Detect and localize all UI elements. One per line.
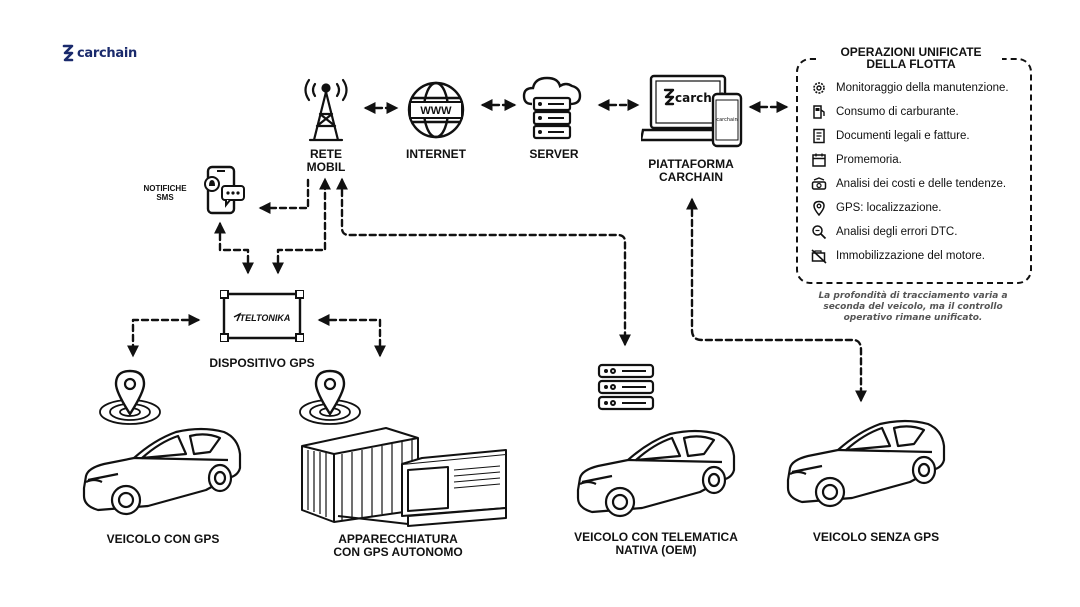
document-icon [810, 127, 828, 145]
svg-text:TELTONIKA: TELTONIKA [240, 313, 291, 323]
cost-analysis-icon [810, 175, 828, 193]
ops-item: Consumo di carburante. [810, 103, 959, 121]
cloud-server-icon [522, 76, 582, 140]
gps-signal-pin-icon [299, 369, 361, 425]
internet-globe-icon: WWW [407, 81, 465, 139]
carchain-logo-icon [62, 44, 74, 62]
ops-item: Monitoraggio della manutenzione. [810, 79, 1009, 97]
ops-item: GPS: localizzazione. [810, 199, 941, 217]
veicolo-oem-label: VEICOLO CON TELEMATICA NATIVA (OEM) [574, 530, 738, 557]
ops-item-label: Promemoria. [836, 154, 902, 166]
ops-item: Immobilizzazione del motore. [810, 247, 985, 265]
dispositivo-gps-label: DISPOSITIVO GPS [209, 356, 315, 370]
engine-lock-icon [810, 247, 828, 265]
ops-item: Analisi degli errori DTC. [810, 223, 957, 241]
server-label: SERVER [529, 147, 579, 161]
teltonika-device-icon: TELTONIKA [220, 290, 304, 342]
server-rack-icon [597, 363, 655, 411]
calendar-icon [810, 151, 828, 169]
ops-item: Analisi dei costi e delle tendenze. [810, 175, 1006, 193]
cell-tower-icon [304, 78, 348, 142]
ops-item-label: Analisi dei costi e delle tendenze. [836, 178, 1007, 190]
ops-item-label: Documenti legali e fatture. [836, 130, 970, 142]
svg-text:carchain: carchain [716, 117, 737, 123]
ops-item-label: Consumo di carburante. [836, 106, 959, 118]
ops-item: Documenti legali e fatture. [810, 127, 970, 145]
car-no-gps-icon [786, 419, 946, 508]
notifiche-label: NOTIFICHE SMS [143, 184, 187, 202]
arrow-device-equipment [317, 314, 386, 358]
tracking-note: La profondità di tracciamento varia a se… [818, 291, 1008, 323]
container-generator-icon [301, 427, 507, 527]
ops-item: Promemoria. [810, 151, 902, 169]
brand-logo: carchain [62, 44, 137, 62]
fuel-pump-icon [810, 103, 828, 121]
veicolo-gps-label: VEICOLO CON GPS [106, 532, 220, 546]
operations-title: OPERAZIONI UNIFICATE DELLA FLOTTA [820, 46, 1002, 70]
arrow-device-rete [272, 177, 331, 275]
arrow-device-vehicle [127, 314, 201, 358]
car-with-gps-icon [82, 427, 242, 516]
svg-text:WWW: WWW [420, 105, 452, 117]
car-oem-icon [576, 429, 736, 518]
carchain-platform-icon: carchain carchain [641, 74, 743, 148]
gear-icon [810, 79, 828, 97]
gps-signal-pin-icon [99, 369, 161, 425]
platform-label: PIATTAFORMA CARCHAIN [648, 157, 734, 184]
apparecchiatura-label: APPARECCHIATURA CON GPS AUTONOMO [333, 532, 463, 559]
diagnostic-icon [810, 223, 828, 241]
brand-name: carchain [77, 45, 137, 61]
rete-mobil-label: RETE MOBIL [306, 147, 346, 174]
ops-item-label: GPS: localizzazione. [836, 202, 942, 214]
arrow-notifiche-device [214, 221, 254, 275]
ops-item-label: Analisi degli errori DTC. [836, 226, 958, 238]
arrow-platform-nogps [686, 197, 867, 403]
ops-item-label: Monitoraggio della manutenzione. [836, 82, 1009, 94]
ops-item-label: Immobilizzazione del motore. [836, 250, 985, 262]
location-pin-icon [810, 199, 828, 217]
arrow-rete-oem [336, 177, 631, 347]
phone-notification-icon [204, 165, 245, 215]
veicolo-senza-label: VEICOLO SENZA GPS [812, 530, 940, 544]
internet-label: INTERNET [406, 147, 466, 161]
arrow-rete-notifiche [258, 178, 310, 214]
